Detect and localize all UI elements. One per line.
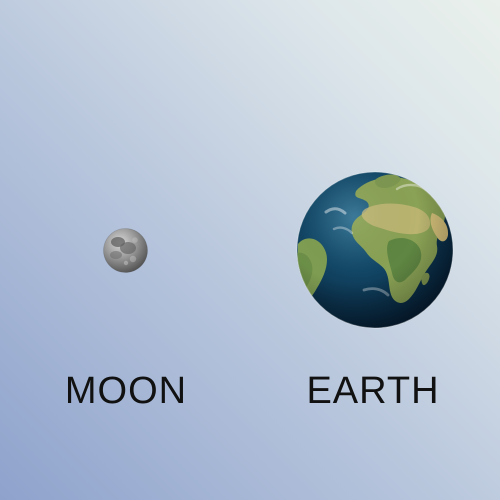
moon-label: MOON [64, 370, 188, 412]
earth-icon [296, 171, 454, 329]
moon-icon [103, 228, 148, 273]
earth-label: EARTH [306, 370, 440, 412]
